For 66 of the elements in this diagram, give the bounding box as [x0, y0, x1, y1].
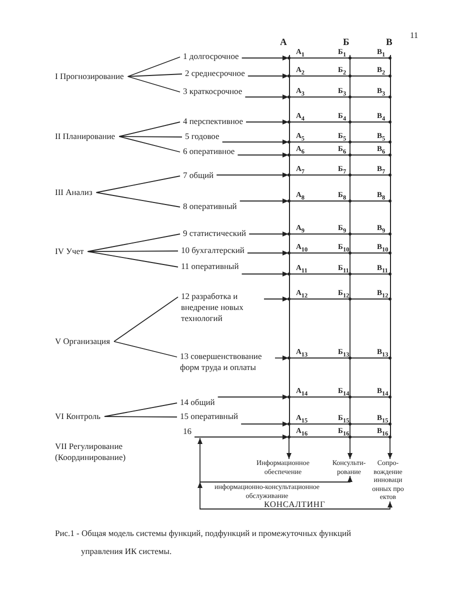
branch-line — [127, 56, 180, 77]
branch-line — [104, 416, 178, 418]
branch-line — [96, 176, 180, 193]
branch-line — [96, 192, 180, 208]
subfunction-label: 1 долгосрочное — [183, 51, 239, 62]
arrow — [348, 436, 352, 460]
subfunction-label: 6 оперативное — [183, 146, 235, 157]
branch-line — [114, 296, 178, 342]
arrow — [222, 140, 289, 144]
arrow — [247, 250, 289, 256]
arrow — [264, 296, 289, 302]
branch-line — [118, 136, 180, 152]
arrow — [286, 436, 292, 460]
subfunction-label: 15 оперативный — [180, 411, 238, 422]
subfunction-label: 14 общий — [180, 397, 215, 408]
arrow — [216, 172, 289, 178]
function-label: V Организация — [55, 336, 110, 347]
arrow — [237, 152, 289, 158]
arrow — [248, 232, 289, 236]
subfunction-label: 12 разработка и внедрение новых технологий — [181, 291, 261, 324]
branch-line — [104, 402, 178, 417]
function-label: VI Контроль — [55, 411, 100, 422]
arrow — [241, 272, 289, 276]
arrow — [274, 356, 289, 360]
subfunction-label: 3 краткосрочное — [183, 86, 242, 97]
column-header: А — [280, 38, 287, 49]
arrow — [388, 436, 392, 460]
function-label: I Прогнозирование — [55, 71, 124, 82]
branch-line — [87, 250, 178, 252]
arrow — [217, 394, 289, 400]
branch-line — [118, 122, 180, 137]
column-header: Б — [343, 38, 350, 49]
arrow — [239, 198, 289, 204]
subfunction-label: 9 статистический — [183, 228, 246, 239]
subfunction-label: 11 оперативный — [181, 261, 239, 272]
feedback-arrow — [198, 438, 296, 510]
subfunction-label: 8 оперативный — [183, 201, 237, 212]
subfunction-label: 10 бухгалтерский — [181, 245, 244, 256]
bracket-arrow — [294, 501, 392, 510]
figure-caption: Рис.1 - Общая модель системы функций, подфункций и промежуточных функций управления ИК системы. — [55, 527, 352, 558]
subfunction-label: 5 годовое — [185, 131, 220, 142]
subfunction-label: 13 совершенствование форм труда и оплаты — [180, 351, 272, 373]
subfunction-label: 4 перспективное — [183, 116, 244, 127]
arrow — [240, 422, 289, 426]
branch-line — [118, 136, 182, 138]
function-label: IV Учет — [55, 246, 84, 257]
branch-line — [127, 74, 182, 77]
page-number: 11 — [410, 30, 418, 41]
bracket-label: КОНСАЛТИНГ — [264, 500, 326, 509]
branch-line — [87, 251, 178, 268]
subfunction-label: 7 общий — [183, 170, 214, 181]
arrow — [241, 56, 289, 60]
branch-line — [87, 234, 180, 252]
column-header: В — [386, 38, 392, 49]
function-label: VII Регулирование (Координирование) — [55, 441, 145, 463]
branch-line — [127, 76, 180, 92]
function-label: II Планирование — [55, 131, 116, 142]
subfunction-label: 2 среднесрочное — [185, 68, 245, 79]
branch-line — [114, 341, 178, 358]
arrow — [194, 434, 289, 440]
arrow — [247, 74, 289, 78]
bracket-arrow — [200, 476, 352, 482]
arrow — [246, 120, 289, 124]
arrow — [244, 94, 289, 100]
function-label: III Анализ — [55, 187, 92, 198]
subfunction-label: 16 — [183, 426, 192, 437]
